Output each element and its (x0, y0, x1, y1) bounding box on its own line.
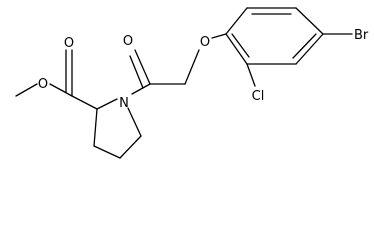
bond-methyl-O (15, 83, 38, 97)
bond-aryl-C4-C3-inner (292, 33, 317, 59)
bond-ring-C4-C3 (93, 145, 121, 159)
atom-label-ester-oxygen: O (38, 77, 48, 92)
bond-N-amide-C (131, 83, 151, 95)
bond-aryl-C1-C6 (225, 7, 248, 35)
bond-aryl-C5-C4 (295, 7, 324, 35)
bond-CH2-O-ether (184, 49, 200, 85)
bond-ring-C2-N (96, 98, 118, 110)
bond-aryl-C2-C1 (225, 33, 248, 65)
bond-ester-C-ring-C2 (71, 95, 98, 110)
bond-ring-C5-C4 (119, 135, 142, 159)
atom-label-ether-oxygen: O (200, 35, 210, 50)
bonds (15, 7, 353, 159)
molecule-structure: O O N O O Br Cl (15, 7, 369, 159)
atom-label-carbonyl-oxygen-ester: O (64, 36, 74, 51)
bond-O-ether-aryl-C1 (211, 33, 227, 39)
atom-labels: O O N O O Br Cl (38, 28, 369, 111)
atom-label-chlorine: Cl (252, 89, 265, 104)
bond-O-carbonyl-carbon (49, 83, 73, 97)
atom-label-bromine: Br (354, 28, 369, 43)
bond-amide-C-double-O-1 (134, 49, 151, 85)
bond-ring-C3-C2 (93, 108, 98, 147)
atom-label-ring-nitrogen: N (119, 96, 129, 111)
bond-aryl-C2-C1-inner (231, 33, 250, 58)
atom-label-amide-oxygen: O (123, 34, 133, 49)
bond-aryl-C2-Cl (246, 63, 256, 87)
bond-aryl-C4-C3 (295, 33, 324, 65)
bond-ring-N-C5 (127, 107, 142, 137)
bond-amide-C-double-O-2 (129, 55, 144, 89)
